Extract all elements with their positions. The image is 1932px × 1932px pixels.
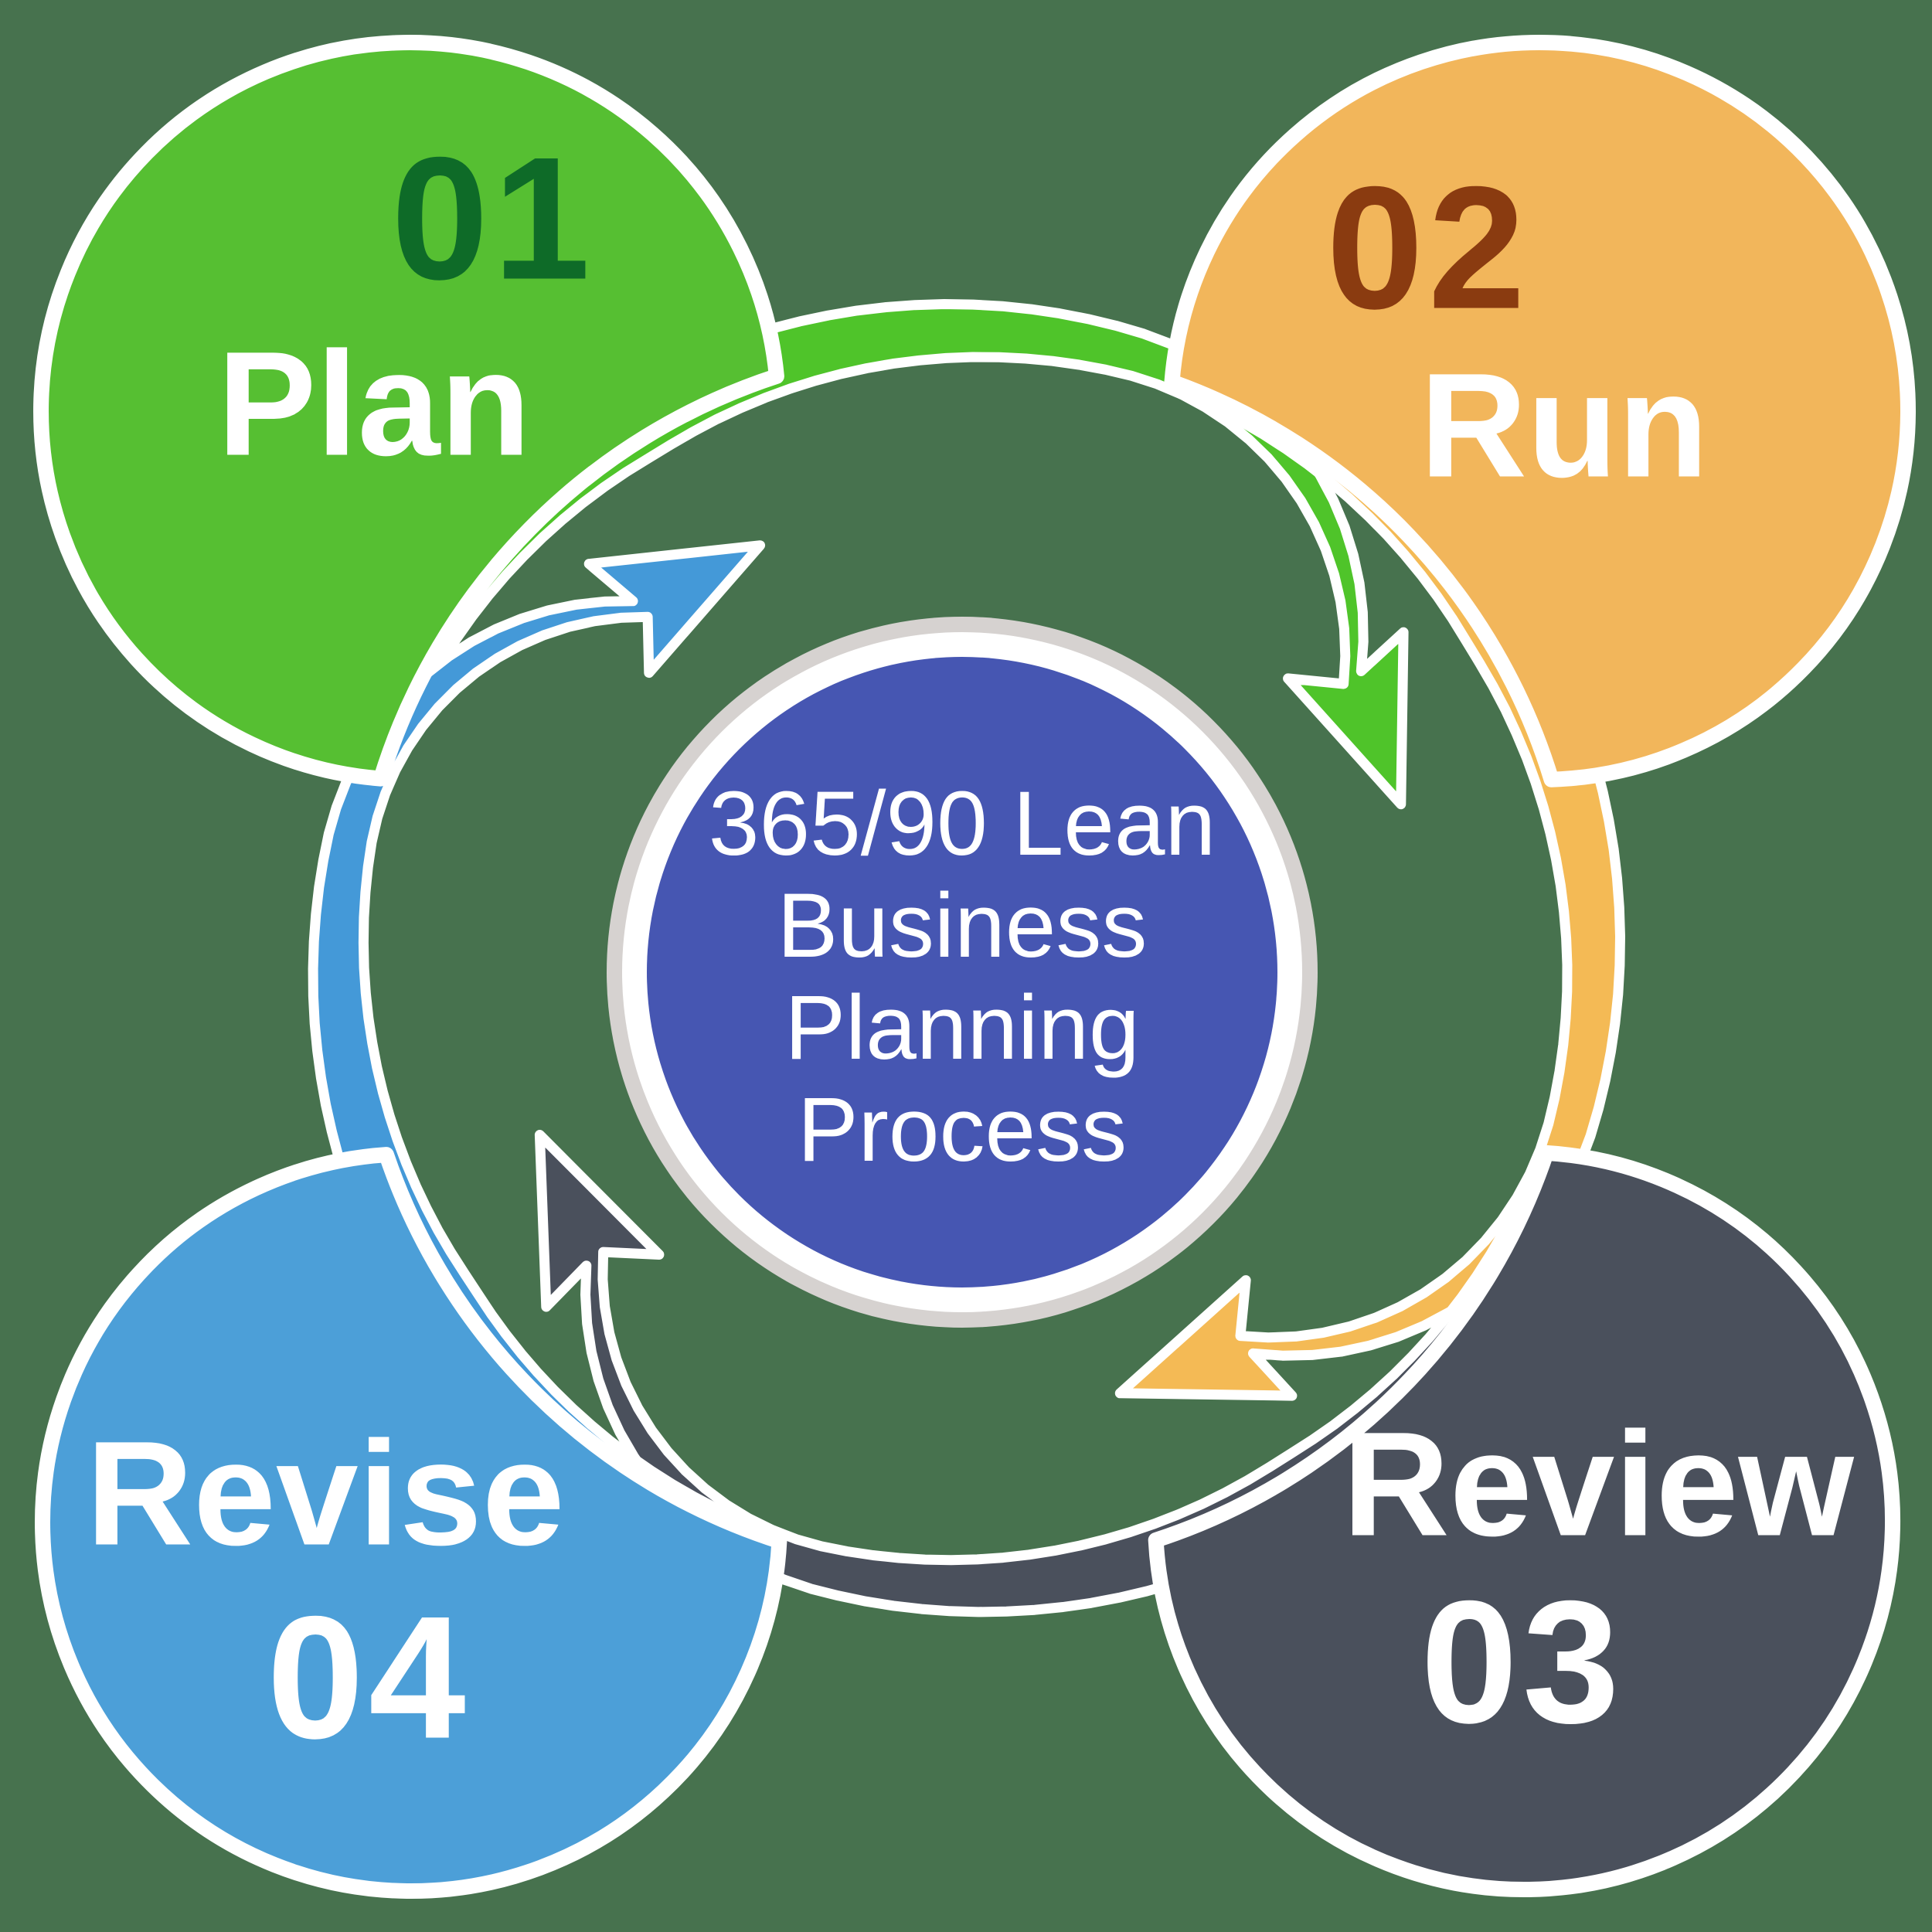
center-title-line-1: 365/90 Lean — [709, 773, 1216, 875]
step-texts: 01 Plan 02 Run Review 03 Revise 04 — [86, 121, 1854, 1775]
step-label-plan: Plan — [217, 321, 530, 487]
medallion-core-circle — [647, 657, 1277, 1287]
step-circle-plan — [33, 35, 784, 787]
center-medallion: 365/90 Lean Business Planning Process — [607, 617, 1318, 1328]
step-label-revise: Revise — [86, 1410, 564, 1577]
step-number-plan: 01 — [391, 121, 594, 316]
center-title: 365/90 Lean Business Planning Process — [709, 773, 1216, 1181]
center-title-line-3: Planning — [784, 977, 1139, 1079]
step-number-revise: 04 — [267, 1580, 470, 1775]
step-label-review: Review — [1342, 1401, 1854, 1567]
step-label-run: Run — [1420, 342, 1708, 509]
step-circle-review — [1148, 1145, 1901, 1898]
step-circle-run — [1164, 34, 1916, 787]
step-number-run: 02 — [1326, 150, 1529, 345]
step-circle-revise — [35, 1147, 787, 1900]
step-number-review: 03 — [1420, 1564, 1624, 1760]
step-circles — [33, 34, 1916, 1900]
center-title-line-2: Business — [777, 875, 1148, 977]
center-title-line-4: Process — [798, 1079, 1127, 1181]
